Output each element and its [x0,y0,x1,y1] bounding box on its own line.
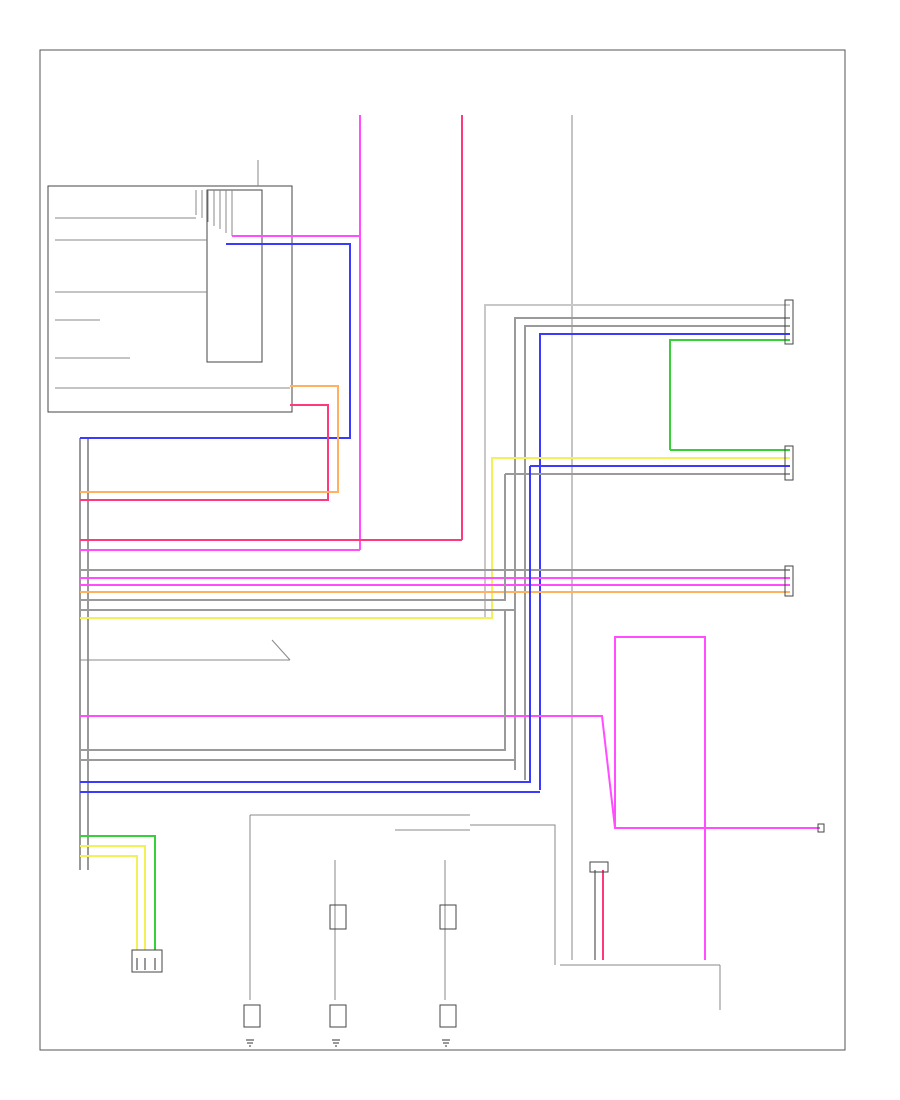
wire-blue-lower-1 [80,466,531,783]
wire-gray-lower-1 [80,610,506,751]
ground-symbols [246,1039,450,1047]
wire-gray-harness-2 [80,474,506,601]
wire-blue-module [80,243,351,439]
bottom-component-columns [243,814,556,1028]
seat-switch-contacts [55,190,290,389]
module-connector-pins-left [79,438,89,870]
wire-green-bottom [80,835,156,950]
supply-feeds-top [257,115,573,960]
seat-switch-inner-box [206,189,263,363]
wire-pink-module [80,404,329,501]
wire-orange-module [80,385,339,493]
wire-yellow-mid [80,457,790,619]
wire-yellow-bottom-1 [80,845,146,950]
right-connectors [784,299,825,833]
switch-lead [271,639,291,661]
wire-gray-lower-2 [80,759,516,770]
wire-gray-top-2 [524,325,790,780]
wire-magenta-lower [80,715,820,829]
diagram-frame [39,49,846,1051]
wire-magenta-loop [614,636,706,960]
seat-module-box [47,185,293,413]
wire-green-top [669,339,790,450]
wire-lightgray-top [484,304,790,618]
wire-gray-top-1 [514,317,790,770]
buckle-switch-area [560,861,721,1010]
wire-blue-top [539,333,790,790]
wire-yellow-bottom-2 [80,855,138,950]
bottom-left-connector [131,949,163,973]
